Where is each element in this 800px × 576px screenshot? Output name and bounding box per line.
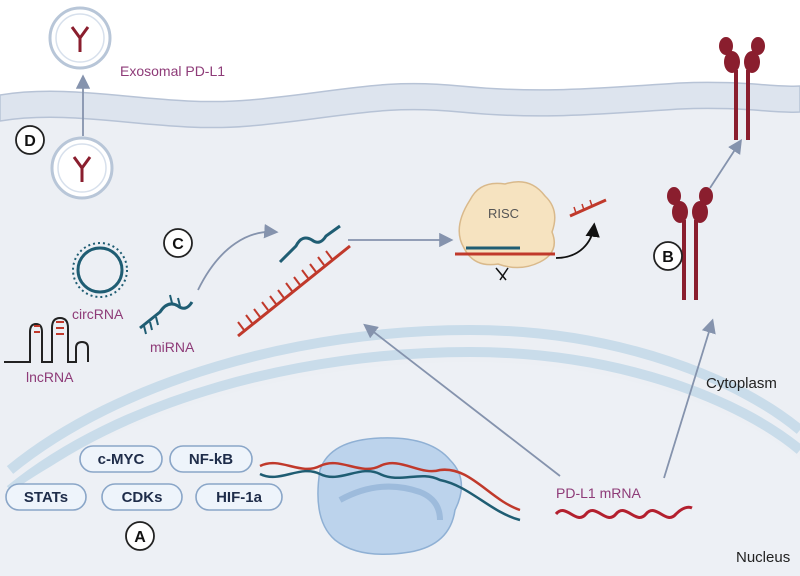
badge-a-letter: A [134,529,146,546]
tf-pill-nfkb: NF-kB [169,445,253,473]
nucleus-label: Nucleus [736,549,790,566]
tf-stats-label: STATs [24,489,68,506]
mirna-label: miRNA [150,339,195,355]
plasma-membrane [0,81,800,129]
rna-polymerase [317,437,463,555]
pdl1-mrna-strand [554,505,693,519]
cleaved-mrna-fragment [569,198,607,218]
mirna-mrna-duplex [237,224,351,338]
mirna-shape [139,294,194,335]
lncrna-label: lncRNA [26,369,74,385]
badge-a: A [125,521,155,551]
tf-cdks-label: CDKs [122,489,163,506]
circrna-shape [72,242,128,298]
badge-b-letter: B [662,249,674,266]
badge-b: B [653,241,683,271]
risc-complex [455,181,556,281]
tf-pill-cmyc: c-MYC [79,445,163,473]
tf-pill-cdks: CDKs [101,483,183,511]
pdl1-mrna-label: PD-L1 mRNA [556,485,641,501]
exosomal-pdl1-label: Exosomal PD-L1 [120,63,225,79]
tf-pill-stats: STATs [5,483,87,511]
tf-nfkb-label: NF-kB [189,451,233,468]
badge-c: C [163,228,193,258]
mrna-translation-arrow [663,318,716,479]
pdl1-receptor-cytoplasm [667,187,713,300]
dna-helix [259,461,521,522]
cleavage-arrow [555,222,600,259]
mrna-export-arrow [363,323,561,477]
lncrna-shape [4,316,89,363]
pdl1-receptor-membrane [719,37,765,140]
nuclear-envelope-outer [6,324,800,474]
tf-hif1a-label: HIF-1a [216,489,263,506]
nuclear-envelope-inner [6,346,800,494]
tf-pill-hif1a: HIF-1a [195,483,283,511]
exosome-inside [50,136,114,200]
cytoplasm-label: Cytoplasm [706,375,777,392]
badge-d: D [15,125,45,155]
tf-cmyc-label: c-MYC [98,451,145,468]
mirna-binding-arrow [197,223,279,291]
receptor-trafficking-arrow [709,138,742,189]
exosome-outside [48,6,112,70]
badge-c-letter: C [172,236,184,253]
badge-d-letter: D [24,133,36,150]
circrna-label: circRNA [72,306,124,322]
risc-label: RISC [488,206,519,221]
